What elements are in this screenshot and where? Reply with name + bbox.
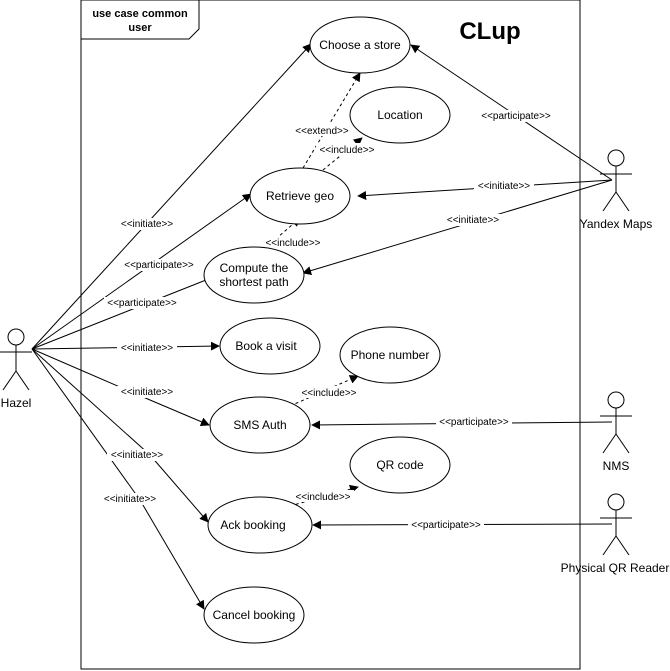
- svg-text:<<initiate>>: <<initiate>>: [121, 219, 173, 230]
- label-include-qr: <<include>>: [292, 490, 354, 503]
- label-initiate-cancel-booking: <<initiate>>: [100, 493, 160, 505]
- use-case-location: Location: [349, 86, 451, 144]
- edge-labels: <<initiate>> <<participate>> <<participa…: [100, 110, 554, 531]
- svg-text:<<initiate>>: <<initiate>>: [111, 450, 163, 461]
- label-initiate-ack-booking: <<initiate>>: [107, 449, 167, 461]
- use-case-book-visit: Book a visit: [219, 317, 321, 375]
- svg-text:Location: Location: [377, 108, 422, 122]
- svg-text:<<initiate>>: <<initiate>>: [104, 494, 156, 505]
- svg-text:<<extend>>: <<extend>>: [295, 126, 349, 137]
- svg-text:shortest path: shortest path: [219, 275, 288, 289]
- label-participate-qr-reader: <<participate>>: [408, 519, 484, 531]
- label-participate-yandex-choose-store: <<participate>>: [478, 110, 554, 122]
- label-initiate-yandex-shortest-path: <<initiate>>: [443, 214, 503, 226]
- label-include-phone: <<include>>: [298, 386, 360, 399]
- actor-name-hazel: Hazel: [1, 396, 32, 410]
- label-participate-retrieve-geo: <<participate>>: [121, 259, 197, 271]
- use-case-cancel-booking: Cancel booking: [203, 586, 305, 644]
- edge-hazel-shortest-path: [31, 279, 207, 350]
- use-case-qr-code: QR code: [349, 436, 451, 494]
- label-participate-nms: <<participate>>: [436, 416, 512, 428]
- svg-text:Phone number: Phone number: [351, 348, 430, 362]
- edge-hazel-choose-store: [31, 43, 312, 350]
- use-case-retrieve-geo: Retrieve geo: [249, 167, 351, 225]
- use-case-ack-booking: Ack booking: [207, 496, 313, 554]
- svg-text:<<participate>>: <<participate>>: [439, 417, 509, 428]
- svg-text:Ack booking: Ack booking: [220, 518, 285, 532]
- actor-yandex-maps: Yandex Maps: [580, 149, 653, 231]
- frame-label-line-2: user: [128, 22, 152, 34]
- use-case-shortest-path: Compute the shortest path: [203, 246, 305, 304]
- actor-name-yandex-maps: Yandex Maps: [580, 217, 653, 231]
- svg-text:<<participate>>: <<participate>>: [124, 260, 194, 271]
- svg-text:Book a visit: Book a visit: [235, 339, 297, 353]
- svg-text:Retrieve geo: Retrieve geo: [266, 189, 334, 203]
- svg-text:Cancel booking: Cancel booking: [213, 608, 296, 622]
- label-initiate-yandex-retrieve-geo: <<initiate>>: [474, 180, 534, 192]
- diagram-title: CLup: [459, 18, 520, 45]
- use-case-sms-auth: SMS Auth: [209, 396, 311, 454]
- svg-text:QR code: QR code: [376, 458, 424, 472]
- actor-nms: NMS: [600, 391, 632, 473]
- actor-hazel: Hazel: [0, 328, 32, 410]
- edge-yandex-shortest-path: [302, 179, 613, 275]
- svg-text:<<include>>: <<include>>: [319, 145, 374, 156]
- label-participate-shortest-path: <<participate>>: [104, 297, 180, 309]
- svg-text:<<participate>>: <<participate>>: [107, 298, 177, 309]
- svg-text:<<initiate>>: <<initiate>>: [447, 215, 499, 226]
- use-case-phone-number: Phone number: [339, 326, 441, 384]
- use-cases: Choose a store Location Retrieve geo Com…: [203, 16, 451, 644]
- actor-name-physical-qr-reader: Physical QR Reader: [561, 561, 670, 575]
- edge-hazel-retrieve-geo: [31, 193, 252, 350]
- svg-text:SMS Auth: SMS Auth: [233, 418, 286, 432]
- label-initiate-book-visit: <<initiate>>: [117, 342, 177, 354]
- svg-text:<<initiate>>: <<initiate>>: [121, 343, 173, 354]
- svg-text:<<participate>>: <<participate>>: [481, 111, 551, 122]
- svg-text:<<include>>: <<include>>: [265, 238, 320, 249]
- svg-text:Compute the: Compute the: [220, 261, 289, 275]
- system-boundary: use case common user: [80, 0, 581, 670]
- frame-label-line-1: use case common: [92, 8, 188, 20]
- label-include-retrieve-geo: <<include>>: [262, 236, 324, 249]
- svg-text:<<initiate>>: <<initiate>>: [478, 181, 530, 192]
- actor-physical-qr-reader: Physical QR Reader: [561, 493, 670, 575]
- actor-name-nms: NMS: [603, 459, 630, 473]
- svg-text:Choose a store: Choose a store: [319, 38, 401, 52]
- use-case-choose-store: Choose a store: [309, 16, 411, 74]
- svg-text:<<participate>>: <<participate>>: [411, 520, 481, 531]
- edge-hazel-sms-auth: [31, 348, 210, 426]
- label-extend: <<extend>>: [291, 124, 353, 137]
- svg-text:<<include>>: <<include>>: [301, 388, 356, 399]
- edge-retrieve-geo-extend-choose-store: [302, 72, 361, 169]
- svg-text:<<include>>: <<include>>: [295, 492, 350, 503]
- label-initiate-choose-store: <<initiate>>: [117, 218, 177, 230]
- label-include-location: <<include>>: [316, 143, 378, 156]
- svg-text:<<initiate>>: <<initiate>>: [121, 387, 173, 398]
- label-initiate-sms-auth: <<initiate>>: [117, 386, 177, 398]
